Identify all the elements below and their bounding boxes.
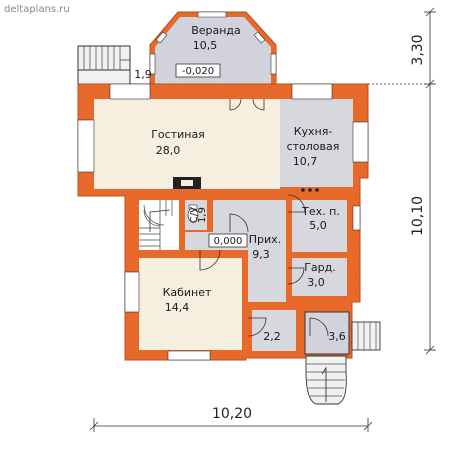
kitchen-area: 10,7 xyxy=(293,155,318,168)
kitchen-name-line2: столовая xyxy=(287,140,340,153)
living-area: 28,0 xyxy=(156,144,181,157)
vestibule-floor xyxy=(252,310,296,351)
doors xyxy=(199,98,329,337)
veranda-name: Веранда xyxy=(191,24,241,37)
tech-area: 5,0 xyxy=(309,219,327,232)
tech-room-floor xyxy=(292,200,347,252)
stair-arrow xyxy=(149,209,171,232)
hall-level: 0,000 xyxy=(214,236,243,247)
watermark-text: deltaplans.ru xyxy=(4,4,70,15)
office-floor xyxy=(139,258,242,350)
dim-depth-veranda: 3,30 xyxy=(410,34,426,65)
entry-porch-area: 3,6 xyxy=(328,330,346,343)
side-steps xyxy=(351,321,381,351)
entry-porch xyxy=(304,311,350,355)
veranda-level: -0,020 xyxy=(182,66,214,77)
toilet-icon xyxy=(187,204,199,223)
tech-name: Тех. п. xyxy=(301,205,340,218)
kitchen-name-line1: Кухня- xyxy=(294,125,333,138)
hall-name: Прих. xyxy=(249,233,281,246)
wardrobe-area: 3,0 xyxy=(307,276,325,289)
veranda-area: 10,5 xyxy=(193,39,218,52)
dimension-lines xyxy=(89,7,436,432)
windows xyxy=(77,83,369,361)
living-room-floor xyxy=(94,99,280,189)
dim-width-total: 10,20 xyxy=(212,406,252,422)
side-porch xyxy=(77,45,131,85)
side-porch-area: 1,9 xyxy=(134,68,152,81)
office-name: Кабинет xyxy=(163,286,212,299)
hall-area: 9,3 xyxy=(252,248,270,261)
office-area: 14,4 xyxy=(165,301,190,314)
vestibule-area: 2,2 xyxy=(263,330,281,343)
building-body xyxy=(77,83,369,361)
level-marks: -0,020 0,000 xyxy=(175,63,248,248)
wardrobe-name: Гард. xyxy=(304,261,336,274)
wc-name: С/У xyxy=(189,207,200,223)
wc-area: 1,9 xyxy=(197,207,208,223)
kitchen-floor xyxy=(280,99,353,187)
front-stairs xyxy=(305,355,347,405)
dim-depth-main: 10,10 xyxy=(410,196,426,236)
living-name: Гостиная xyxy=(151,128,205,141)
stove-icon xyxy=(301,188,319,192)
fireplace-icon xyxy=(173,177,201,189)
